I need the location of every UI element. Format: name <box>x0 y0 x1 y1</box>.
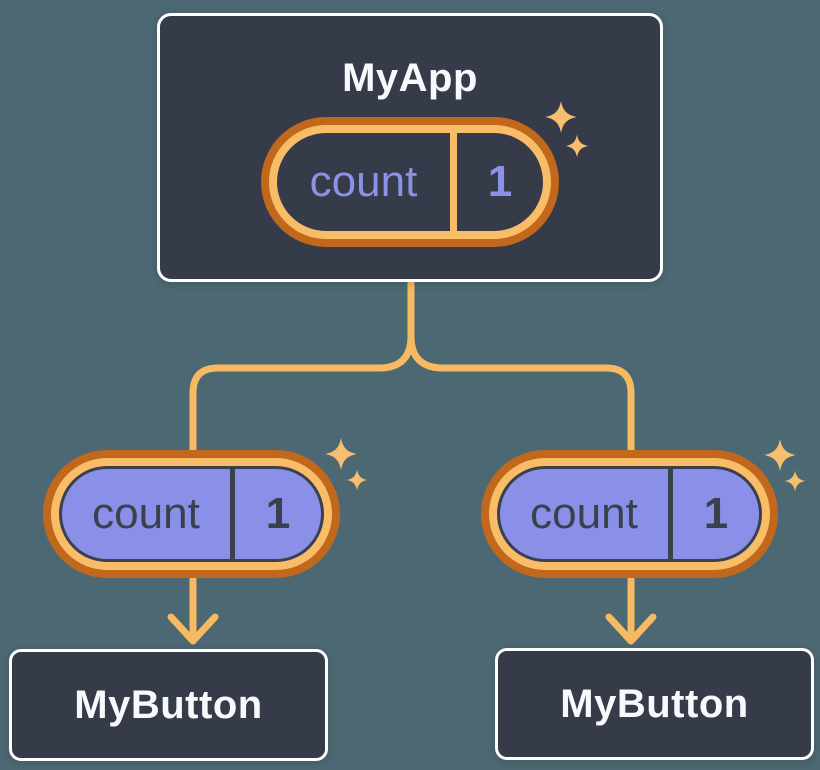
state-pill-left: count 1 <box>43 450 340 578</box>
state-value: 1 <box>487 157 513 206</box>
pill-core: count 1 <box>497 466 762 562</box>
component-node-mybutton-right: MyButton <box>495 648 814 760</box>
state-name: count <box>530 489 638 538</box>
arrow-down-icon <box>605 613 657 645</box>
arrow-down-icon <box>167 613 219 645</box>
node-title: MyApp <box>342 56 478 100</box>
component-node-myapp: MyApp count 1 <box>157 13 663 282</box>
state-pill-app: count 1 <box>261 117 559 247</box>
state-name: count <box>309 157 418 206</box>
state-value: 1 <box>265 489 291 538</box>
node-title: MyButton <box>560 681 749 726</box>
pill-inner-ring: count 1 <box>269 125 551 239</box>
pill-divider <box>450 133 457 231</box>
pill-divider <box>230 469 235 559</box>
connector-right-branch <box>407 277 635 644</box>
node-title: MyButton <box>74 682 263 727</box>
state-pill-right: count 1 <box>481 450 778 578</box>
pill-divider <box>668 469 673 559</box>
sparkle-icon <box>545 101 589 158</box>
pill-inner-ring: count 1 <box>51 458 332 570</box>
pill-core: count 1 <box>59 466 324 562</box>
sparkle-icon <box>764 439 806 492</box>
state-name: count <box>92 489 200 538</box>
sparkle-icon <box>325 438 368 491</box>
pill-core: count 1 <box>277 133 543 231</box>
pill-inner-ring: count 1 <box>489 458 770 570</box>
component-node-mybutton-left: MyButton <box>9 649 328 761</box>
state-value: 1 <box>703 489 729 538</box>
